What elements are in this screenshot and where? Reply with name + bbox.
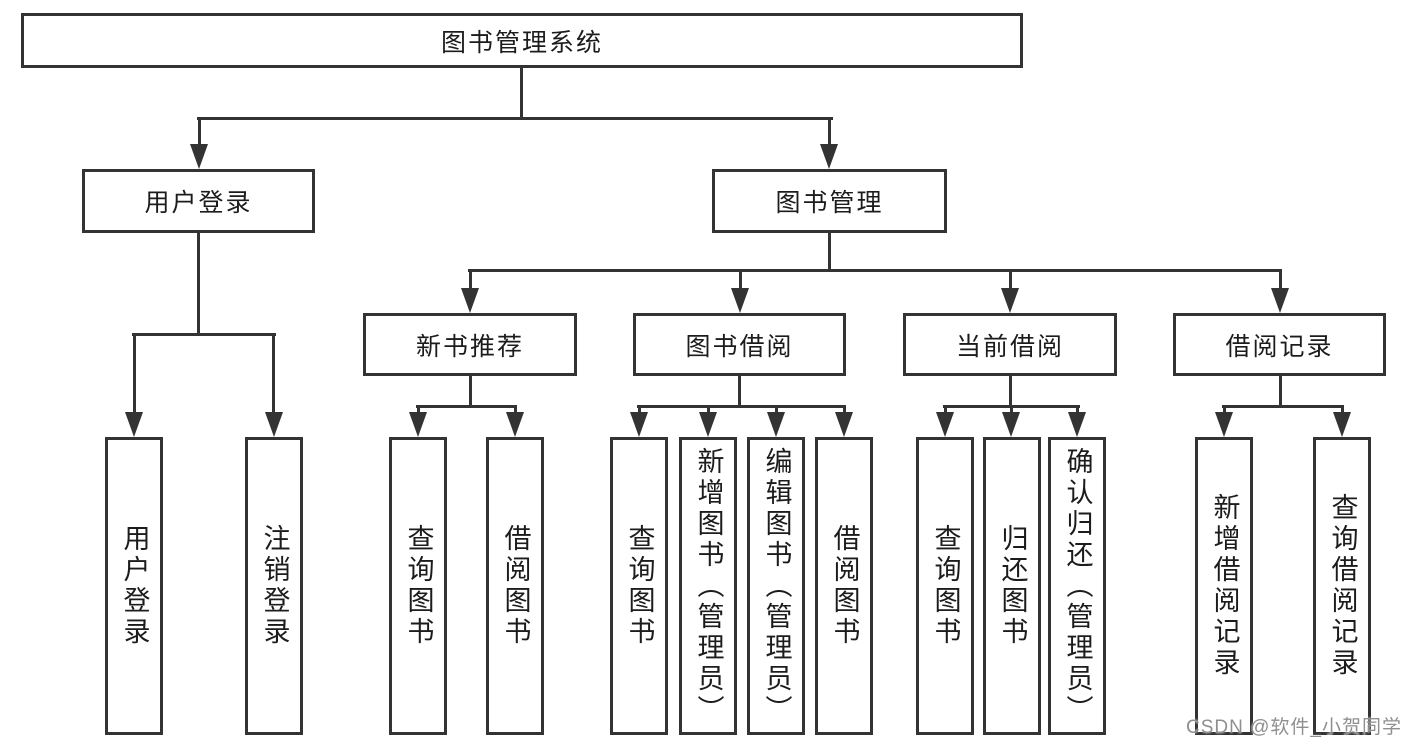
node-label: 新书推荐 bbox=[415, 332, 524, 361]
connector-line bbox=[272, 333, 275, 418]
connector-line bbox=[469, 376, 472, 408]
connector-line bbox=[739, 269, 742, 294]
node-label: 新增借阅记录 bbox=[1209, 493, 1240, 679]
arrow-down-icon bbox=[190, 144, 208, 169]
connector-line bbox=[132, 333, 276, 336]
leaf-add-borrow-record: 新增借阅记录 bbox=[1195, 437, 1253, 735]
node-label: 当前借阅 bbox=[955, 332, 1064, 361]
arrow-down-icon bbox=[1068, 412, 1086, 437]
node-label: 图书借阅 bbox=[685, 332, 794, 361]
connector-line bbox=[1076, 405, 1079, 415]
connector-line bbox=[1341, 405, 1344, 415]
node-label: 用户登录 bbox=[119, 524, 150, 648]
arrow-down-icon bbox=[936, 412, 954, 437]
connector-line bbox=[638, 405, 641, 415]
node-book-borrowing: 图书借阅 bbox=[633, 313, 846, 376]
node-user-login: 用户登录 bbox=[82, 169, 315, 233]
connector-line bbox=[944, 405, 947, 415]
connector-line bbox=[469, 269, 472, 294]
node-label: 注销登录 bbox=[259, 524, 290, 648]
connector-line bbox=[133, 333, 136, 418]
arrow-down-icon bbox=[1333, 412, 1351, 437]
connector-line bbox=[1279, 269, 1282, 294]
arrow-down-icon bbox=[699, 412, 717, 437]
connector-line bbox=[416, 405, 517, 408]
arrow-down-icon bbox=[506, 412, 524, 437]
node-borrowing-records: 借阅记录 bbox=[1173, 313, 1386, 376]
arrow-down-icon bbox=[835, 412, 853, 437]
connector-line bbox=[520, 68, 523, 120]
arrow-down-icon bbox=[1002, 412, 1020, 437]
arrow-down-icon bbox=[767, 412, 785, 437]
node-label: 借阅图书 bbox=[829, 524, 860, 648]
node-new-book-recommend: 新书推荐 bbox=[363, 313, 577, 376]
arrow-down-icon bbox=[1001, 288, 1019, 313]
connector-line bbox=[707, 405, 710, 415]
connector-line bbox=[637, 405, 846, 408]
node-label: 图书管理 bbox=[775, 189, 884, 217]
leaf-query-books-borrowing: 查询图书 bbox=[610, 437, 668, 735]
connector-line bbox=[1009, 269, 1012, 294]
connector-line bbox=[198, 117, 201, 150]
leaf-add-book-admin: 新增图书（管理员） bbox=[679, 437, 737, 735]
leaf-query-borrow-record: 查询借阅记录 bbox=[1313, 437, 1371, 735]
leaf-return-books: 归还图书 bbox=[983, 437, 1041, 735]
node-root-system: 图书管理系统 bbox=[21, 13, 1023, 68]
leaf-edit-book-admin: 编辑图书（管理员） bbox=[747, 437, 805, 735]
connector-line bbox=[1009, 376, 1012, 408]
node-label: 确认归还（管理员） bbox=[1062, 446, 1093, 726]
arrow-down-icon bbox=[265, 412, 283, 437]
node-current-borrowing: 当前借阅 bbox=[903, 313, 1117, 376]
node-label: 用户登录 bbox=[144, 189, 253, 217]
leaf-borrow-books-borrowing: 借阅图书 bbox=[815, 437, 873, 735]
node-label: 编辑图书（管理员） bbox=[761, 446, 792, 726]
arrow-down-icon bbox=[1215, 412, 1233, 437]
arrow-down-icon bbox=[820, 144, 838, 169]
arrow-down-icon bbox=[630, 412, 648, 437]
connector-line bbox=[828, 117, 831, 150]
connector-line bbox=[1279, 376, 1282, 408]
node-label: 查询图书 bbox=[624, 524, 655, 648]
arrow-down-icon bbox=[461, 288, 479, 313]
connector-line bbox=[1222, 405, 1344, 408]
leaf-user-login: 用户登录 bbox=[105, 437, 163, 735]
node-book-management: 图书管理 bbox=[712, 169, 947, 233]
connector-line bbox=[738, 376, 741, 408]
leaf-query-books-current: 查询图书 bbox=[916, 437, 974, 735]
leaf-logout: 注销登录 bbox=[245, 437, 303, 735]
connector-line bbox=[197, 233, 200, 336]
connector-line bbox=[197, 117, 833, 120]
connector-line bbox=[828, 233, 831, 272]
arrow-down-icon bbox=[1271, 288, 1289, 313]
leaf-borrow-books-recommend: 借阅图书 bbox=[486, 437, 544, 735]
node-label: 查询图书 bbox=[403, 524, 434, 648]
arrow-down-icon bbox=[125, 412, 143, 437]
node-label: 查询图书 bbox=[930, 524, 961, 648]
connector-line bbox=[417, 405, 420, 415]
connector-line bbox=[775, 405, 778, 415]
arrow-down-icon bbox=[409, 412, 427, 437]
leaf-query-books-recommend: 查询图书 bbox=[389, 437, 447, 735]
node-label: 归还图书 bbox=[997, 524, 1028, 648]
connector-line bbox=[468, 269, 1282, 272]
arrow-down-icon bbox=[731, 288, 749, 313]
node-label: 借阅图书 bbox=[500, 524, 531, 648]
watermark: CSDN @软件_小贺同学 bbox=[1186, 717, 1402, 738]
connector-line bbox=[843, 405, 846, 415]
node-label: 借阅记录 bbox=[1225, 332, 1334, 361]
node-label: 查询借阅记录 bbox=[1327, 493, 1358, 679]
node-label: 图书管理系统 bbox=[440, 28, 603, 57]
leaf-confirm-return-admin: 确认归还（管理员） bbox=[1048, 437, 1106, 735]
node-label: 新增图书（管理员） bbox=[693, 446, 724, 726]
connector-line bbox=[1223, 405, 1226, 415]
connector-line bbox=[1010, 405, 1013, 415]
connector-line bbox=[514, 405, 517, 415]
